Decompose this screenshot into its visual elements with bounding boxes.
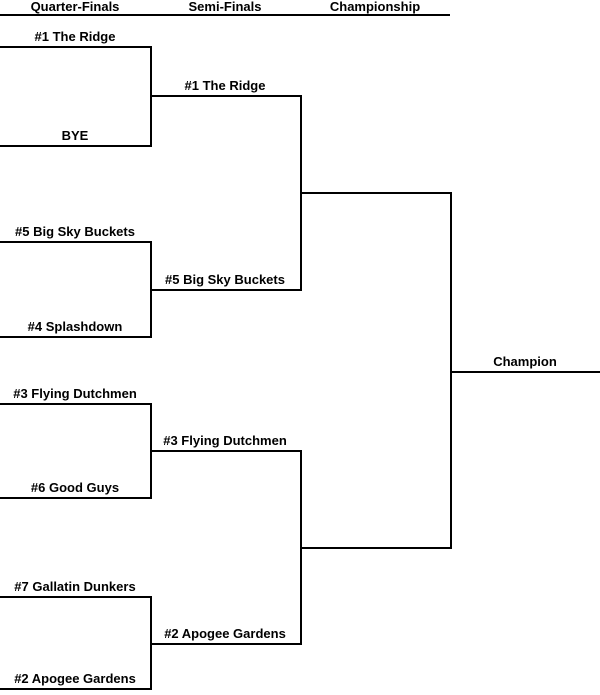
sf3-team-label: #3 Flying Dutchmen [163, 433, 287, 448]
sf3-line [150, 450, 300, 452]
qf4-bottom-line [0, 688, 150, 690]
qf3-top-team-label: #3 Flying Dutchmen [13, 386, 137, 401]
sf1-line [150, 95, 300, 97]
header-semi-finals: Semi-Finals [188, 0, 262, 14]
championship-top-feeder-line [300, 192, 450, 194]
qf2-top-team-label: #5 Big Sky Buckets [15, 224, 135, 239]
qf3-bottom-team-label: #6 Good Guys [30, 480, 120, 495]
championship-bottom-feeder-line [300, 547, 450, 549]
sf4-line [150, 643, 300, 645]
qf4-bottom-team-label: #2 Apogee Gardens [14, 671, 136, 686]
header-quarter-finals: Quarter-Finals [30, 0, 120, 14]
qf3-bottom-line [0, 497, 150, 499]
sf4-team-label: #2 Apogee Gardens [164, 626, 286, 641]
header-rule [0, 14, 450, 16]
qf1-top-line [0, 46, 150, 48]
qf2-bottom-team-label: #4 Splashdown [27, 319, 123, 334]
qf1-bottom-line [0, 145, 150, 147]
qf1-top-team-label: #1 The Ridge [34, 29, 116, 44]
qf2-bottom-line [0, 336, 150, 338]
qf2-top-line [0, 241, 150, 243]
sf2-team-label: #5 Big Sky Buckets [165, 272, 285, 287]
sf1-team-label: #1 The Ridge [184, 78, 266, 93]
header-championship: Championship [329, 0, 421, 14]
qf4-top-line [0, 596, 150, 598]
champion-line [450, 371, 600, 373]
qf4-top-team-label: #7 Gallatin Dunkers [14, 579, 136, 594]
champion-slot-label: Champion [493, 354, 557, 369]
championship-connector-line [450, 192, 452, 549]
qf3-top-line [0, 403, 150, 405]
qf1-bottom-team-label: BYE [61, 128, 89, 143]
sf2-line [150, 289, 300, 291]
